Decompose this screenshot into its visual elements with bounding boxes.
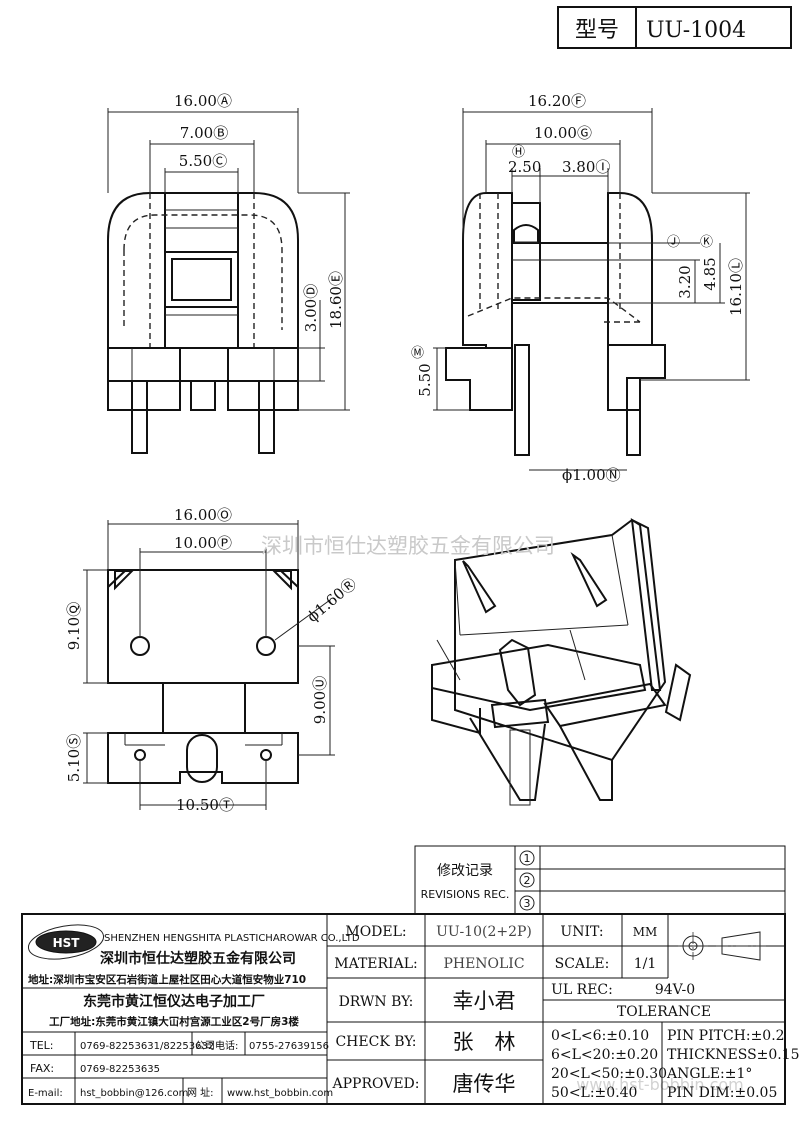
company-address: 地址:深圳市宝安区石岩街道上屋社区田心大道恒安物业710 bbox=[28, 973, 306, 986]
dim-p: 10.00Ⓟ bbox=[174, 534, 232, 552]
title-block: HST SHENZHEN HENGSHITA PLASTICHAROWAR CO… bbox=[21, 913, 800, 1105]
dim-l: 16.10Ⓛ bbox=[727, 258, 745, 316]
factory-address: 工厂地址:东莞市黄江镇大冚村宫源工业区2号厂房3楼 bbox=[49, 1015, 299, 1028]
dim-h: 2.50 bbox=[508, 158, 541, 176]
dim-d: 3.00Ⓓ bbox=[302, 284, 320, 332]
dim-m: 5.50 bbox=[416, 363, 434, 396]
dim-b: 7.00Ⓑ bbox=[180, 124, 228, 142]
pin-dim: PIN DIM:±0.05 bbox=[667, 1085, 777, 1101]
tolerance-2: 6<L<20:±0.20 bbox=[551, 1047, 658, 1063]
approved-value: 唐传华 bbox=[453, 1072, 516, 1096]
tolerance-1: 0<L<6:±0.10 bbox=[551, 1028, 649, 1044]
ul-value: 94V-0 bbox=[655, 982, 695, 998]
office-label: 公司电话: bbox=[195, 1039, 238, 1052]
model-label: MODEL: bbox=[345, 924, 406, 940]
header-block: 型号 UU-1004 bbox=[557, 6, 792, 49]
front-view: 16.00Ⓐ 7.00Ⓑ 5.50Ⓒ 3.00Ⓓ 18.60Ⓔ bbox=[107, 92, 350, 454]
approved-label: APPROVED: bbox=[332, 1076, 420, 1092]
label-k: Ⓚ bbox=[700, 235, 713, 250]
tolerance-label: TOLERANCE bbox=[617, 1004, 711, 1020]
projection-symbol bbox=[678, 931, 766, 961]
revisions-title-en: REVISIONS REC. bbox=[421, 888, 510, 901]
label-h: Ⓗ bbox=[512, 145, 525, 160]
tel-label: TEL: bbox=[29, 1039, 54, 1052]
tel-value: 0769-82253631/82253632 bbox=[80, 1041, 214, 1052]
dim-n: ϕ1.00Ⓝ bbox=[562, 466, 621, 484]
email-label: E-mail: bbox=[28, 1088, 63, 1099]
isometric-view bbox=[431, 518, 692, 806]
type-label: 型号 bbox=[575, 18, 619, 43]
revisions-block: 修改记录 REVISIONS REC. 1 2 3 bbox=[414, 845, 786, 915]
dim-j: 3.20 bbox=[676, 265, 694, 298]
label-j: Ⓙ bbox=[667, 235, 680, 250]
material-label: MATERIAL: bbox=[334, 956, 417, 972]
revisions-title-cn: 修改记录 bbox=[437, 863, 493, 879]
fax-value: 0769-82253635 bbox=[80, 1064, 160, 1075]
dim-e: 18.60Ⓔ bbox=[327, 271, 345, 329]
drawn-label: DRWN BY: bbox=[339, 994, 414, 1010]
dim-a: 16.00Ⓐ bbox=[174, 92, 232, 110]
watermark-center: 深圳市恒仕达塑胶五金有限公司 bbox=[261, 534, 555, 558]
dim-f: 16.20Ⓕ bbox=[528, 92, 586, 110]
watermark-bottom: www.hst-bobbin.com bbox=[576, 1075, 744, 1094]
company-logo: HST bbox=[27, 924, 105, 960]
dim-o: 16.00Ⓞ bbox=[174, 506, 232, 524]
drawn-value: 幸小君 bbox=[453, 989, 516, 1013]
logo-text: HST bbox=[53, 936, 81, 950]
dim-s: 5.10Ⓢ bbox=[65, 734, 83, 782]
office-value: 0755-27639156 bbox=[249, 1041, 329, 1052]
dim-q: 9.10Ⓠ bbox=[65, 602, 83, 650]
dim-u: 9.00Ⓤ bbox=[311, 676, 329, 724]
scale-label: SCALE: bbox=[555, 956, 610, 972]
factory-name: 东莞市黄江恒仪达电子加工厂 bbox=[83, 993, 265, 1010]
email-value: hst_bobbin@126.com bbox=[80, 1088, 188, 1099]
dim-g: 10.00Ⓖ bbox=[534, 124, 592, 142]
unit-value: MM bbox=[633, 925, 658, 939]
company-name-cn: 深圳市恒仕达塑胶五金有限公司 bbox=[100, 950, 296, 967]
thickness: THICKNESS±0.15 bbox=[667, 1047, 800, 1063]
scale-value: 1/1 bbox=[634, 956, 657, 972]
part-number: UU-1004 bbox=[646, 18, 746, 43]
company-name-en: SHENZHEN HENGSHITA PLASTICHAROWAR CO.,LT… bbox=[104, 933, 360, 944]
side-view: 16.20Ⓕ 10.00Ⓖ Ⓗ 2.50 3.80Ⓘ Ⓙ Ⓚ 3.20 4.85… bbox=[411, 92, 750, 484]
revision-3: 3 bbox=[524, 897, 531, 910]
check-value: 张 林 bbox=[453, 1030, 516, 1054]
model-value: UU-10(2+2P) bbox=[436, 924, 532, 940]
unit-label: UNIT: bbox=[560, 924, 603, 940]
pin-pitch: PIN PITCH:±0.2 bbox=[667, 1028, 785, 1044]
angle: ANGLE:±1° bbox=[666, 1066, 752, 1082]
dim-c: 5.50Ⓒ bbox=[179, 152, 227, 170]
revision-2: 2 bbox=[524, 874, 531, 887]
material-value: PHENOLIC bbox=[443, 956, 524, 972]
dim-k: 4.85 bbox=[701, 257, 719, 290]
web-value: www.hst_bobbin.com bbox=[227, 1088, 333, 1099]
web-label: 网 址: bbox=[187, 1086, 214, 1099]
ul-label: UL REC: bbox=[551, 982, 613, 998]
tolerance-4: 50<L:±0.40 bbox=[551, 1085, 637, 1101]
dim-i: 3.80Ⓘ bbox=[562, 158, 610, 176]
tolerance-3: 20<L<50:±0.30 bbox=[551, 1066, 667, 1082]
check-label: CHECK BY: bbox=[335, 1034, 416, 1050]
fax-label: FAX: bbox=[30, 1062, 54, 1075]
dim-t: 10.50Ⓣ bbox=[176, 796, 234, 814]
label-m: Ⓜ bbox=[411, 346, 424, 361]
dim-r: ϕ1.60Ⓡ bbox=[304, 574, 360, 625]
revision-1: 1 bbox=[524, 852, 531, 865]
